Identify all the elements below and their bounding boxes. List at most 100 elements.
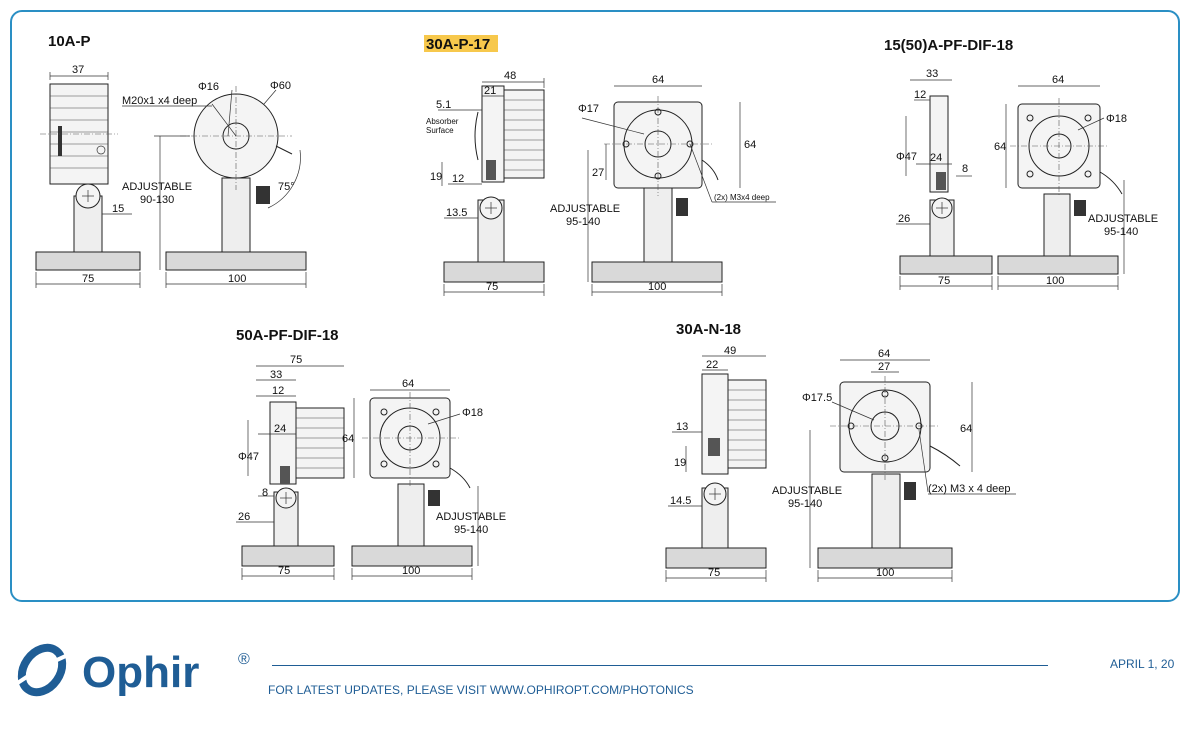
- base-plate: [165, 251, 307, 271]
- heatsink: [503, 89, 545, 179]
- base-plate: [591, 261, 723, 283]
- base-plate: [443, 261, 545, 283]
- svg-text:Φ47: Φ47: [238, 451, 259, 463]
- svg-text:Φ18: Φ18: [462, 407, 483, 419]
- absorber-surface: [474, 111, 479, 161]
- svg-text:ADJUSTABLE: ADJUSTABLE: [1088, 213, 1158, 225]
- svg-text:21: 21: [484, 85, 496, 97]
- svg-text:Surface: Surface: [426, 126, 454, 135]
- thumb-screw: [428, 490, 440, 506]
- svg-text:33: 33: [270, 369, 282, 381]
- svg-text:64: 64: [342, 433, 354, 445]
- connector: [96, 145, 106, 155]
- thumb-screw: [1074, 200, 1086, 216]
- base-plate: [35, 251, 141, 271]
- svg-text:95-140: 95-140: [454, 524, 488, 536]
- svg-text:75: 75: [486, 281, 498, 293]
- svg-text:Φ17.5: Φ17.5: [802, 392, 832, 404]
- svg-text:19: 19: [430, 171, 442, 183]
- svg-text:37: 37: [72, 64, 84, 76]
- svg-text:Φ60: Φ60: [270, 80, 291, 92]
- svg-text:Φ47: Φ47: [896, 151, 917, 163]
- dimension-drawings: 10A-P 37 15 75 Φ16 M20: [35, 33, 1158, 582]
- drawing-10a-p: 10A-P 37 15 75 Φ16 M20: [35, 33, 307, 288]
- svg-text:75: 75: [708, 567, 720, 579]
- svg-text:95-140: 95-140: [788, 498, 822, 510]
- svg-text:24: 24: [274, 423, 286, 435]
- drawing-title: 50A-PF-DIF-18: [236, 327, 339, 344]
- svg-text:75: 75: [278, 565, 290, 577]
- footer-date: APRIL 1, 20: [1110, 657, 1175, 671]
- base-plate: [817, 547, 953, 569]
- post: [397, 483, 425, 547]
- svg-text:5.1: 5.1: [436, 99, 451, 111]
- svg-text:13.5: 13.5: [446, 207, 467, 219]
- svg-text:49: 49: [724, 345, 736, 357]
- connector: [280, 466, 290, 484]
- svg-text:27: 27: [592, 167, 604, 179]
- connector: [486, 160, 496, 180]
- svg-text:100: 100: [648, 281, 666, 293]
- svg-text:100: 100: [876, 567, 894, 579]
- svg-text:12: 12: [452, 173, 464, 185]
- svg-text:ADJUSTABLE: ADJUSTABLE: [122, 181, 192, 193]
- thumb-screw: [676, 198, 688, 216]
- svg-text:12: 12: [914, 89, 926, 101]
- drawing-title: 30A-N-18: [676, 321, 741, 338]
- svg-text:ADJUSTABLE: ADJUSTABLE: [436, 511, 506, 523]
- svg-text:8: 8: [962, 163, 968, 175]
- svg-text:ADJUSTABLE: ADJUSTABLE: [772, 485, 842, 497]
- svg-text:Φ17: Φ17: [578, 103, 599, 115]
- svg-text:64: 64: [402, 378, 414, 390]
- svg-text:64: 64: [994, 141, 1006, 153]
- thumb-screw: [904, 482, 916, 500]
- drawing-15-50a-pf-dif-18: 15(50)A-PF-DIF-18 33 12 Φ47 24 8 26 75: [884, 37, 1158, 290]
- svg-text:Absorber: Absorber: [426, 117, 459, 126]
- connector: [936, 172, 946, 190]
- absorber-marker: [58, 126, 62, 156]
- drawing-frame: [10, 10, 1180, 602]
- thumb-screw: [256, 186, 270, 204]
- footer-url-text: FOR LATEST UPDATES, PLEASE VISIT WWW.OPH…: [268, 683, 694, 697]
- drawing-title: 15(50)A-PF-DIF-18: [884, 37, 1013, 54]
- sensor-head: [929, 95, 949, 193]
- base-plate: [351, 545, 473, 567]
- cable: [929, 445, 961, 467]
- title-highlight: [424, 35, 498, 52]
- svg-text:15: 15: [112, 203, 124, 215]
- svg-text:12: 12: [272, 385, 284, 397]
- base-plate: [665, 547, 767, 569]
- base-plate: [899, 255, 993, 275]
- svg-text:19: 19: [674, 457, 686, 469]
- svg-text:95-140: 95-140: [566, 216, 600, 228]
- heatsink: [295, 407, 345, 479]
- base-plate: [997, 255, 1119, 275]
- svg-text:64: 64: [652, 74, 664, 86]
- drawing-50a-pf-dif-18: 50A-PF-DIF-18 75 33 12 Φ47 24 8 26 75: [236, 327, 506, 580]
- svg-text:27: 27: [878, 361, 890, 373]
- svg-text:24: 24: [930, 152, 942, 164]
- svg-text:22: 22: [706, 359, 718, 371]
- svg-text:100: 100: [1046, 275, 1064, 287]
- cable: [701, 159, 719, 181]
- svg-text:100: 100: [402, 565, 420, 577]
- svg-text:26: 26: [238, 511, 250, 523]
- connector: [708, 438, 720, 456]
- svg-text:90-130: 90-130: [140, 194, 174, 206]
- svg-text:64: 64: [878, 348, 890, 360]
- svg-text:75: 75: [82, 273, 94, 285]
- post: [643, 187, 673, 263]
- svg-text:64: 64: [1052, 74, 1064, 86]
- svg-text:100: 100: [228, 273, 246, 285]
- svg-text:M20x1 x4 deep: M20x1 x4 deep: [122, 95, 197, 107]
- svg-text:(2x) M3 x 4 deep: (2x) M3 x 4 deep: [928, 483, 1011, 495]
- footer-rule: [272, 665, 1048, 666]
- drawing-30a-p-17: 30A-P-17 48 21 5.1 Absorber Surface 19 1…: [424, 35, 776, 296]
- logo-mark-icon: [17, 643, 67, 697]
- base-plate: [241, 545, 335, 567]
- svg-text:95-140: 95-140: [1104, 226, 1138, 238]
- post: [871, 473, 901, 549]
- svg-text:14.5: 14.5: [670, 495, 691, 507]
- brand-name: Ophir: [82, 648, 199, 697]
- svg-text:33: 33: [926, 68, 938, 80]
